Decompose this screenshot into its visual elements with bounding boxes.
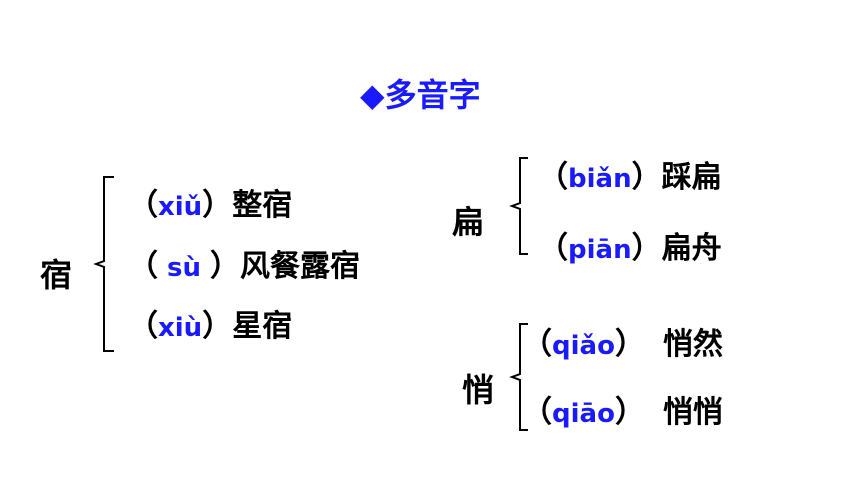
pinyin-text: sù: [167, 253, 201, 283]
brace-icon: [509, 323, 528, 431]
example-word: 整宿: [232, 188, 293, 223]
close-paren: ）: [631, 160, 662, 195]
open-paren: （: [128, 188, 158, 223]
open-paren: （: [522, 327, 552, 362]
group-head-character: 扁: [452, 203, 485, 241]
open-paren: （: [128, 249, 158, 284]
open-paren: （: [538, 231, 568, 266]
close-paren: ）: [210, 249, 240, 284]
brace-icon: [93, 176, 114, 352]
example-word: 悄然: [662, 327, 723, 362]
reading-row: （piān）扁舟: [538, 234, 722, 264]
open-paren: （: [522, 395, 552, 430]
pinyin-text: qiāo: [552, 399, 615, 429]
pinyin-text: biǎn: [568, 164, 632, 194]
reading-row: （biǎn）踩扁: [538, 163, 722, 193]
pinyin-text: xiù: [158, 313, 203, 343]
brace-icon: [509, 157, 528, 255]
example-word: 悄悄: [662, 395, 723, 430]
close-paren: ）: [202, 188, 233, 223]
close-paren: ）: [614, 395, 645, 430]
group-head-character: 宿: [40, 256, 73, 294]
reading-row: （ sù ）风餐露宿: [128, 252, 360, 282]
pinyin-text: xiǔ: [158, 192, 203, 222]
pinyin-text: qiǎo: [552, 331, 615, 361]
example-word: 星宿: [232, 309, 293, 344]
reading-row: （qiǎo） 悄然: [522, 330, 723, 360]
example-word: 扁舟: [661, 231, 722, 266]
close-paren: ）: [614, 327, 645, 362]
reading-row: （qiāo） 悄悄: [522, 398, 723, 428]
pinyin-text: piān: [568, 235, 632, 265]
page-title: ◆多音字: [360, 76, 481, 114]
close-paren: ）: [202, 309, 233, 344]
open-paren: （: [128, 309, 158, 344]
close-paren: ）: [631, 231, 662, 266]
reading-row: （xiǔ）整宿: [128, 191, 292, 221]
reading-row: （xiù）星宿: [128, 312, 292, 342]
example-word: 风餐露宿: [240, 249, 360, 284]
group-head-character: 悄: [462, 371, 495, 409]
example-word: 踩扁: [661, 160, 722, 195]
open-paren: （: [538, 160, 568, 195]
